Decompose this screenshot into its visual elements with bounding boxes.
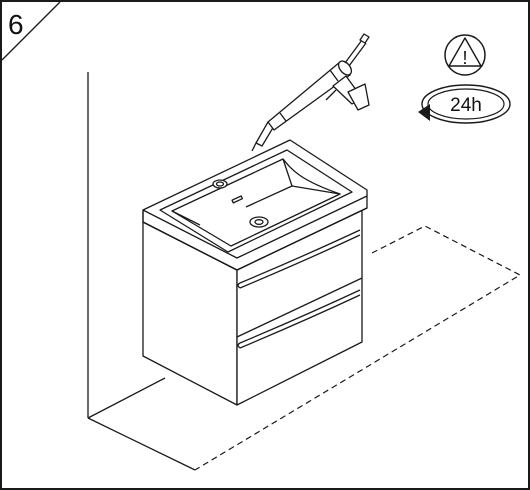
step-number: 6 (8, 9, 24, 40)
wall-outline (87, 72, 196, 471)
floor-footprint-dashed (194, 225, 522, 471)
warning-triangle-icon: ! (444, 34, 486, 76)
caulking-gun-icon (251, 33, 370, 152)
warning-symbol: ! (462, 48, 467, 68)
step-badge: 6 (1, 1, 61, 61)
rotate-24h-icon: 24h (418, 84, 511, 124)
basin (142, 139, 368, 271)
cure-time-label: 24h (450, 95, 482, 116)
